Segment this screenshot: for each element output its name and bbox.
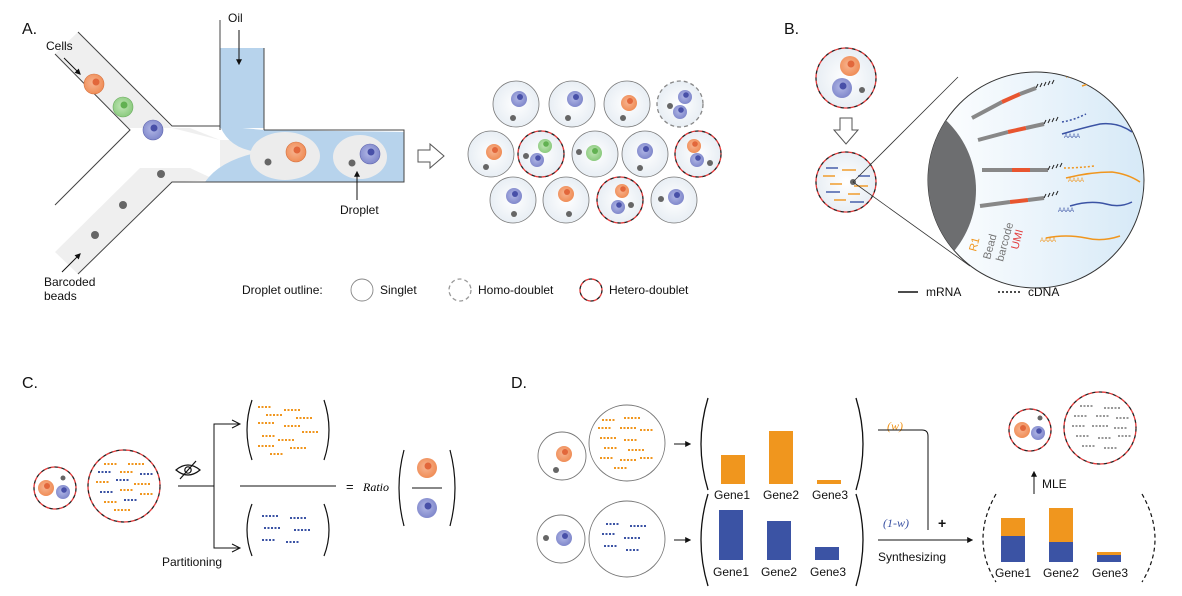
orange-gene3-label: Gene3 — [812, 488, 848, 502]
droplet-label: Droplet — [340, 203, 379, 217]
d-orange-singlet — [537, 404, 666, 482]
blue-gene1-label: Gene1 — [713, 565, 749, 579]
barcoded-label-2: beads — [44, 289, 77, 303]
b-lysed-droplet — [815, 151, 877, 213]
legend-singlet: Singlet — [380, 283, 417, 297]
barcoded-label-1: Barcoded — [44, 275, 95, 289]
aaaa-1: AAAA — [1066, 74, 1082, 80]
bead-zoom: AAAA AAAA AAAA AAAA AA — [927, 71, 1145, 289]
zoom-line-top — [852, 76, 959, 183]
legend-homo-icon — [448, 278, 472, 302]
stacked-blue-gene1 — [1001, 536, 1025, 562]
stacked-orange-gene2 — [1049, 508, 1073, 542]
legend-homo: Homo-doublet — [478, 283, 554, 297]
orange-gene2-label: Gene2 — [763, 488, 799, 502]
ratio-label: Ratio — [362, 480, 389, 494]
c-large-doublet — [87, 449, 161, 523]
channel-beads — [91, 170, 165, 239]
stacked-gene1-label: Gene1 — [995, 566, 1031, 580]
eye-slash-icon — [175, 460, 201, 480]
blue-bar-gene2 — [767, 521, 791, 560]
stacked-gene-chart: Gene1 Gene2 Gene3 — [982, 493, 1156, 583]
panel-c-label: C. — [22, 375, 38, 392]
aaaa-5: AAAA — [1040, 238, 1056, 244]
cells-arrow — [63, 57, 81, 75]
oil-label: Oil — [228, 11, 243, 25]
channel-droplets — [250, 132, 387, 180]
cells-label: Cells — [46, 39, 73, 53]
hollow-arrow-a — [417, 142, 445, 170]
orange-bar-gene1 — [721, 455, 745, 484]
d-blue-singlet — [536, 500, 666, 578]
mle-label: MLE — [1042, 477, 1067, 491]
c-small-doublet — [33, 466, 77, 510]
channel-cells — [83, 73, 164, 141]
stacked-orange-gene3 — [1097, 552, 1121, 555]
orange-bar-gene3 — [817, 480, 841, 484]
equals-sign: = — [346, 479, 354, 494]
panel-b-label: B. — [784, 21, 799, 38]
blue-gene2-label: Gene2 — [761, 565, 797, 579]
synthesizing-label: Synthesizing — [878, 550, 946, 564]
blue-bar-gene3 — [815, 547, 839, 560]
b-doublet-droplet — [815, 47, 877, 109]
umi-label: UMI — [1009, 228, 1026, 251]
hollow-arrow-b — [832, 117, 860, 145]
plus-sign: + — [938, 515, 946, 531]
aaaa-4: AAAA — [1058, 208, 1074, 214]
blue-gene-chart: Gene1 Gene2 Gene3 — [700, 493, 864, 587]
partition-brace — [178, 423, 240, 549]
beads-arrow — [61, 253, 81, 273]
stacked-gene2-label: Gene2 — [1043, 566, 1079, 580]
ratio-fraction — [398, 449, 456, 527]
legend-hetero: Hetero-doublet — [609, 283, 689, 297]
aaaa-2: AAAA — [1064, 134, 1080, 140]
weight-w: (w) — [887, 419, 903, 433]
panel-d-label: D. — [511, 375, 527, 392]
zoom-line-bottom — [852, 181, 971, 267]
stacked-orange-gene1 — [1001, 518, 1025, 536]
blue-matrix — [246, 503, 330, 557]
orange-gene1-label: Gene1 — [714, 488, 750, 502]
stacked-gene3-label: Gene3 — [1092, 566, 1128, 580]
orange-bar-gene2 — [769, 431, 793, 484]
weight-one-minus-w: (1-w) — [883, 516, 909, 530]
orange-gene-chart: Gene1 Gene2 Gene3 — [700, 397, 864, 502]
legend-title: Droplet outline: — [242, 283, 323, 297]
legend-cdna: cDNA — [1028, 285, 1059, 299]
legend-singlet-icon — [350, 278, 374, 302]
orange-matrix — [246, 399, 330, 461]
panel-a-label: A. — [22, 21, 37, 38]
stacked-blue-gene2 — [1049, 542, 1073, 562]
droplet-grid — [467, 80, 722, 224]
blue-gene3-label: Gene3 — [810, 565, 846, 579]
d-synth-doublet — [1008, 391, 1137, 465]
connector-w — [878, 429, 929, 530]
partitioning-label: Partitioning — [162, 555, 222, 569]
blue-bar-gene1 — [719, 510, 743, 560]
r1-label: R1 — [967, 236, 982, 253]
legend-mrna: mRNA — [926, 285, 961, 299]
stacked-blue-gene3 — [1097, 555, 1121, 562]
aaaa-3: AAAA — [1068, 178, 1084, 184]
